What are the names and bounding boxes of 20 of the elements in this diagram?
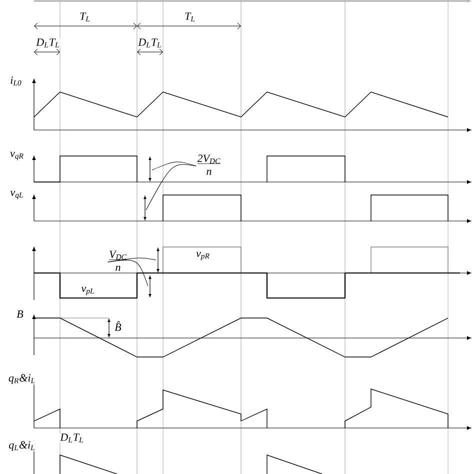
axis-label: T$_{L}$ [184, 12, 196, 22]
fraction-label: V$_{DC}$ n [108, 250, 128, 271]
axis-label: i$_{L0}$ [10, 76, 22, 86]
leader-line [146, 164, 196, 210]
axis-label: v$_{qL}$ [10, 190, 24, 200]
axis-label: v$_{qR}$ [10, 151, 24, 161]
axis-label: D$_{L}$T$_{L}$ [60, 433, 84, 443]
leader-line [108, 260, 148, 286]
axis-label: D$_{L}$T$_{L}$ [36, 38, 60, 48]
fraction-label: 2V$_{DC}$ n [197, 154, 221, 175]
axis-label: q$_{L}$&i$_{L}$ [8, 440, 36, 452]
leader-line [152, 162, 196, 170]
axis-label: q$_{R}$&i$_{L}$ [8, 374, 36, 384]
axis-label: v$_{pR}$ [196, 251, 210, 261]
axis-label: B [16, 310, 24, 318]
axis-label: v$_{pL}$ [80, 286, 96, 296]
axis-label: B̂ [114, 320, 122, 332]
axis-label: D$_{L}$T$_{L}$ [138, 38, 162, 48]
axis-label: T$_{L}$ [79, 12, 91, 22]
leader-line [108, 258, 156, 262]
